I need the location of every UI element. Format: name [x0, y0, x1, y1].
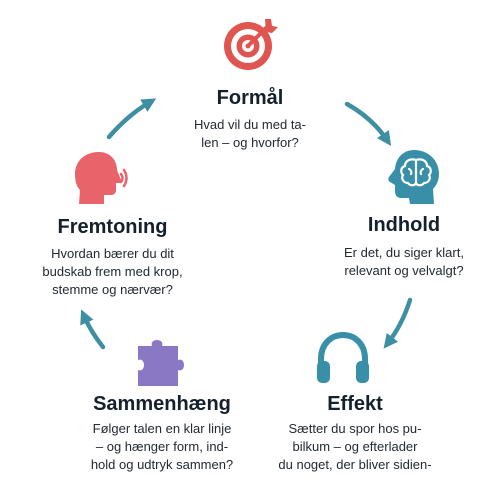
arrow-formal-to-indhold — [344, 101, 392, 146]
step-indhold: Indhold Er det, du siger klart, relevant… — [318, 213, 490, 280]
speaking-head-icon — [75, 152, 128, 204]
step-description: Sætter du spor hos pu- bilkum – og efter… — [278, 421, 432, 472]
puzzle-icon — [138, 340, 184, 386]
step-description: Følger talen en klar linje – og hænger f… — [90, 421, 234, 472]
headphones-icon — [317, 331, 369, 383]
step-description: Er det, du siger klart, relevant og velv… — [344, 245, 464, 278]
step-title: Sammenhæng — [93, 393, 231, 415]
step-formal: Formål Hvad vil du med ta- len – og hvor… — [160, 86, 340, 152]
step-effekt: Effekt Sætter du spor hos pu- bilkum – o… — [255, 392, 455, 474]
target-icon — [224, 19, 278, 70]
step-title: Fremtoning — [57, 216, 168, 238]
brain-head-icon — [388, 150, 439, 204]
step-title: Indhold — [367, 214, 441, 236]
step-description: Hvad vil du med ta- len – og hvorfor? — [194, 117, 306, 150]
step-title: Effekt — [327, 393, 383, 415]
arrow-fremtoning-to-formal — [106, 98, 157, 140]
step-description: Hvordan bærer du dit budskab frem med kr… — [42, 246, 183, 297]
step-sammenhaeng: Sammenhæng Følger talen en klar linje – … — [62, 392, 262, 474]
step-title: Formål — [216, 87, 284, 109]
arrow-indhold-to-effekt — [383, 297, 413, 349]
step-fremtoning: Fremtoning Hvordan bærer du dit budskab … — [20, 215, 205, 299]
arrow-sammenhaeng-to-fremtoning — [80, 309, 106, 350]
